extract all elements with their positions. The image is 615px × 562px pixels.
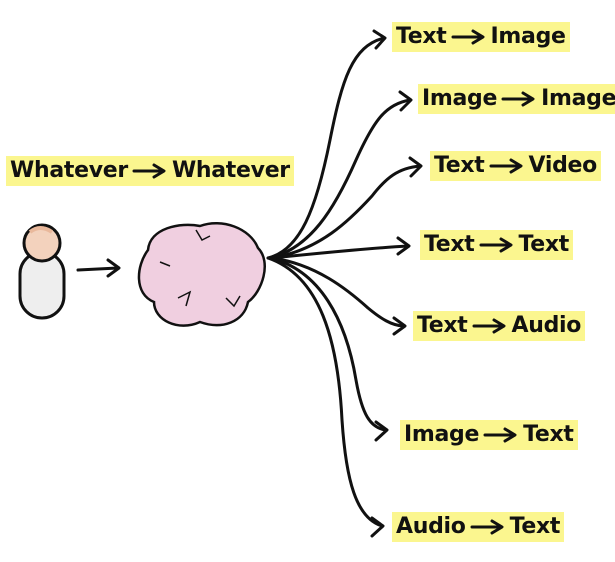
right-arrow-icon (451, 29, 487, 45)
task-audio-to-text: Audio Text (392, 512, 565, 542)
arrow-to-task-4 (270, 244, 410, 260)
input-arrow (76, 258, 121, 278)
task-from: Text (417, 313, 468, 338)
arrow-to-task-5 (270, 256, 406, 328)
right-arrow-icon (479, 237, 515, 253)
right-arrow-icon (132, 163, 168, 179)
task-from: Image (404, 422, 480, 447)
right-arrow-icon (501, 91, 537, 107)
task-from: Text (424, 232, 475, 257)
output-arrows (266, 29, 423, 538)
right-arrow-icon (472, 318, 508, 334)
task-text-to-audio: Text Audio (413, 311, 586, 341)
task-image-to-text: Image Text (400, 420, 578, 450)
task-image-to-image: Image Image (418, 84, 615, 114)
task-to: Text (509, 514, 561, 539)
brain-icon (137, 221, 266, 327)
arrow-to-task-3 (270, 164, 422, 260)
person-icon (18, 223, 66, 320)
task-to: Image (541, 86, 615, 111)
label-from: Whatever (10, 158, 128, 183)
arrow-to-task-1 (266, 36, 386, 260)
right-arrow-icon (470, 519, 506, 535)
label-to: Whatever (171, 158, 290, 183)
task-from: Text (434, 153, 485, 178)
task-from: Image (422, 86, 498, 111)
task-to: Text (523, 422, 574, 447)
task-text-to-image: Text Image (392, 22, 570, 52)
label-whatever-to-whatever: Whatever Whatever (6, 156, 294, 186)
arrow-to-task-7 (266, 256, 384, 528)
arrow-to-task-6 (268, 256, 388, 432)
task-to: Image (490, 24, 566, 49)
arrow-to-task-2 (268, 98, 412, 260)
right-arrow-icon (489, 158, 525, 174)
task-from: Audio (396, 514, 466, 539)
task-to: Audio (511, 313, 582, 338)
task-text-to-text: Text Text (420, 230, 574, 260)
task-from: Text (396, 24, 447, 49)
task-to: Text (518, 232, 570, 257)
task-to: Video (528, 153, 598, 178)
right-arrow-icon (483, 427, 519, 443)
task-text-to-video: Text Video (430, 151, 601, 181)
